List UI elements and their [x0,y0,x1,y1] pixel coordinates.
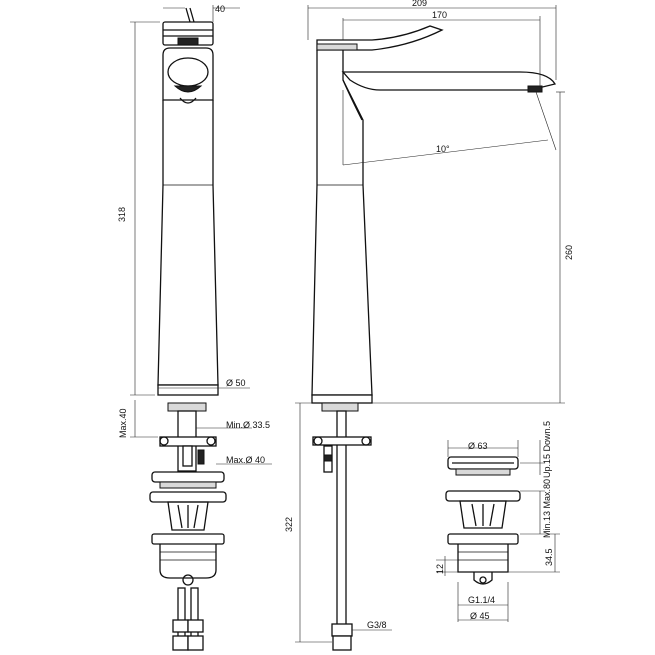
label-waste-minmax: Min.13 Max.80 [542,479,552,538]
label-front-min335: Min.Ø 33.5 [226,420,270,430]
waste-body [159,544,217,579]
label-waste-g114: G1.1/4 [468,595,495,605]
label-side-260: 260 [564,245,574,260]
aerator [173,85,203,93]
waste-cage [167,501,209,531]
hose-right [190,587,199,644]
label-front-318: 318 [117,207,127,222]
lever-knob [177,37,199,46]
hose-left [177,587,186,644]
side-spout [341,71,557,91]
label-side-322: 322 [284,517,294,532]
side-body [311,50,373,396]
body [157,100,219,386]
label-side-g38: G3/8 [367,620,387,630]
label-side-170: 170 [432,10,447,20]
side-view [295,5,565,651]
label-waste-dia45: Ø 45 [470,611,490,621]
label-waste-12: 12 [435,564,445,574]
waste-flange [151,471,225,483]
waste-thread-body [457,544,509,573]
label-side-10deg: 10° [436,144,450,154]
label-waste-dia63: Ø 63 [468,441,488,451]
front-view [130,5,272,651]
label-side-209: 209 [412,0,427,8]
label-front-40: 40 [215,4,225,14]
spout-head [162,47,214,101]
base-plate [157,384,219,396]
waste-detail [436,440,560,622]
label-waste-345: 34.5 [544,548,554,566]
label-front-maxdia40: Max.Ø 40 [226,455,265,465]
label-waste-updown: Up.15 Down.5 [542,421,552,478]
label-front-dia50: Ø 50 [226,378,246,388]
label-front-max40: Max.40 [118,408,128,438]
